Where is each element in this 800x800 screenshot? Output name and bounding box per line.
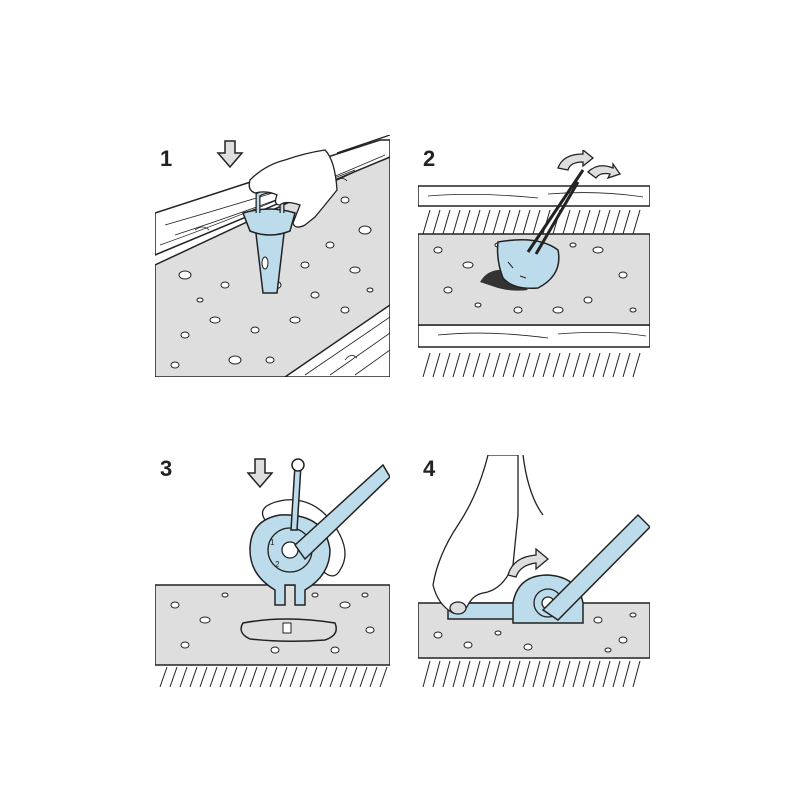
curved-arrow-icon [507,547,550,578]
dial-mark-1: 1 [270,538,275,547]
lever-handle [290,458,390,561]
hatching-bottom [418,657,650,687]
step-number-1: 1 [160,146,173,171]
lever-handle [541,513,650,621]
step-3-panel: 1 2 [155,455,390,687]
step-4-panel [418,455,650,687]
rotate-arrows-icon [557,150,622,180]
dial-mark-2: 2 [275,560,280,569]
anchor-bowl [496,239,560,290]
step-number-4: 4 [423,456,436,481]
step-number-3: 3 [160,456,173,481]
formwork-board-top [418,185,650,207]
step-1-panel [155,135,390,377]
hatching-bottom [422,352,641,377]
twist-handle [526,169,585,255]
step-number-2: 2 [423,146,436,171]
formwork-board-bottom [283,304,390,377]
hand [248,135,390,228]
hatching-bottom [155,664,390,687]
step-2-illustration [418,150,650,377]
aggregate-pebbles [170,592,375,654]
anchor-tool [242,188,296,294]
aggregate-pebbles [433,612,637,653]
step-3-illustration: 1 2 [155,458,390,687]
step-4-illustration [418,455,650,687]
arrow-down-icon [246,458,274,489]
hatching-top [418,205,650,235]
step-1-illustration [155,135,390,377]
step-2-panel [418,150,650,377]
arrow-down-icon [216,140,244,169]
